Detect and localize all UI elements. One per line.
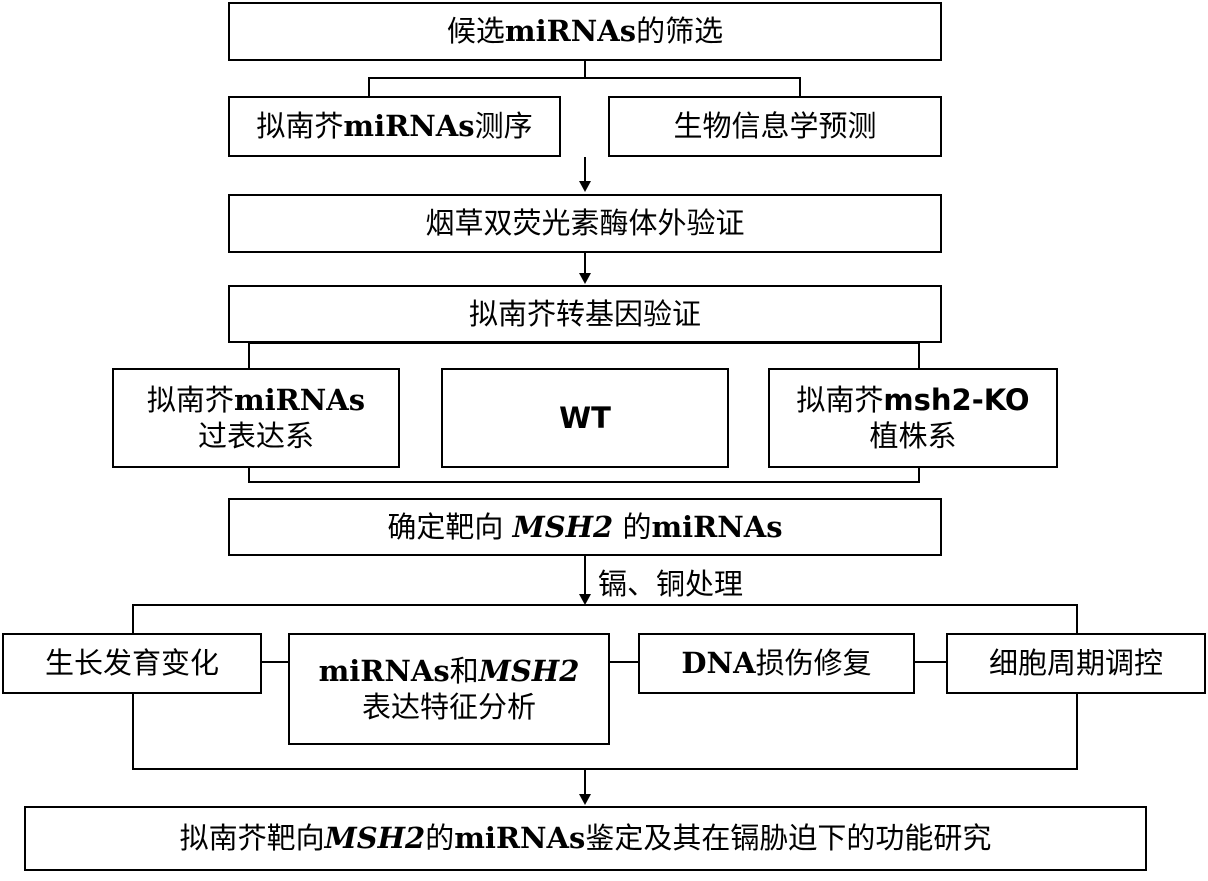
connector: [584, 60, 586, 78]
node-expression-analysis: miRNAs和MSH2 表达特征分析: [288, 633, 610, 745]
connector: [1076, 604, 1078, 634]
node-cell-cycle: 细胞周期调控: [946, 633, 1206, 694]
node-overexpression-lines: 拟南芥miRNAs 过表达系: [112, 368, 400, 468]
node-final-study: 拟南芥靶向MSH2的miRNAs鉴定及其在镉胁迫下的功能研究: [24, 806, 1147, 871]
connector: [248, 343, 250, 369]
connector: [368, 77, 370, 96]
connector: [132, 604, 1078, 606]
arrow-head: [579, 181, 591, 192]
edge-label-treatment: 镉、铜处理: [598, 567, 744, 601]
connector: [584, 157, 586, 181]
arrow-head: [579, 273, 591, 284]
connector: [248, 481, 920, 483]
connector: [132, 604, 134, 634]
connector: [608, 661, 640, 663]
node-bioinformatics-prediction: 生物信息学预测: [608, 96, 942, 157]
node-growth-changes: 生长发育变化: [2, 633, 262, 694]
connector: [799, 77, 801, 96]
connector: [1076, 693, 1078, 769]
arrow-head: [579, 794, 591, 805]
node-dna-repair: DNA损伤修复: [638, 633, 915, 694]
connector: [132, 768, 1078, 770]
connector: [918, 466, 920, 482]
node-confirm-targets: 确定靶向 MSH2 的miRNAs: [228, 498, 942, 556]
connector: [918, 343, 920, 369]
connector: [248, 466, 250, 482]
node-transgenic-validation: 拟南芥转基因验证: [228, 285, 942, 343]
connector: [368, 77, 801, 79]
node-wt: WT: [441, 368, 729, 468]
connector: [132, 693, 134, 769]
connector: [584, 253, 586, 273]
connector: [260, 661, 290, 663]
node-ko-lines: 拟南芥msh2-KO 植株系: [768, 368, 1058, 468]
connector: [248, 342, 920, 344]
connector: [914, 661, 948, 663]
node-arabidopsis-sequencing: 拟南芥miRNAs测序: [228, 96, 561, 157]
connector: [584, 556, 586, 594]
arrow-head: [579, 594, 591, 605]
node-tobacco-luciferase: 烟草双荧光素酶体外验证: [228, 194, 942, 253]
node-candidate-screening: 候选miRNAs的筛选: [228, 2, 942, 61]
connector: [584, 769, 586, 794]
